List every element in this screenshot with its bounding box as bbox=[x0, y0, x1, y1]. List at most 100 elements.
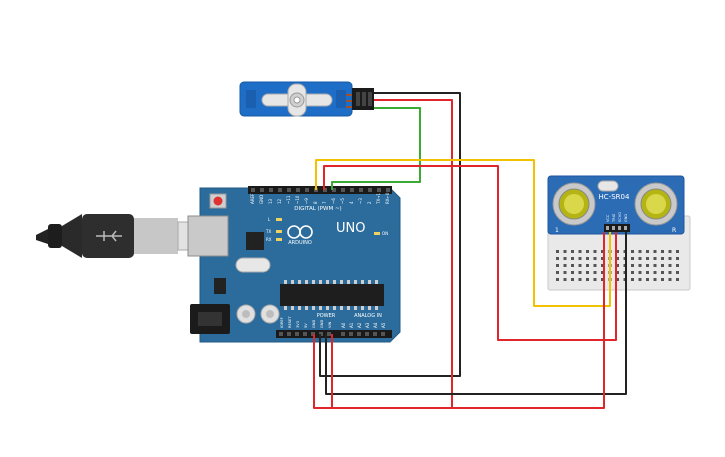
breadboard-hole[interactable] bbox=[653, 264, 657, 267]
breadboard-hole[interactable] bbox=[653, 278, 657, 281]
led-tx bbox=[276, 230, 282, 233]
breadboard-hole[interactable] bbox=[578, 271, 582, 274]
analog-pin-label: A0 bbox=[341, 322, 346, 328]
breadboard-hole[interactable] bbox=[593, 264, 597, 267]
breadboard-hole[interactable] bbox=[668, 271, 672, 274]
breadboard-hole[interactable] bbox=[638, 271, 642, 274]
breadboard-hole[interactable] bbox=[556, 250, 559, 253]
sensor-label: HC-SR04 bbox=[599, 193, 630, 201]
breadboard-hole[interactable] bbox=[661, 271, 664, 274]
breadboard-hole[interactable] bbox=[586, 250, 589, 253]
breadboard-hole[interactable] bbox=[571, 264, 574, 267]
breadboard-hole[interactable] bbox=[653, 271, 657, 274]
analog-pin-label: A3 bbox=[365, 322, 370, 328]
breadboard-hole[interactable] bbox=[668, 250, 672, 253]
breadboard-hole[interactable] bbox=[676, 271, 679, 274]
breadboard-hole[interactable] bbox=[646, 278, 649, 281]
digital-header[interactable] bbox=[248, 186, 392, 194]
breadboard-hole[interactable] bbox=[646, 264, 649, 267]
breadboard-hole[interactable] bbox=[578, 257, 582, 260]
breadboard-hole[interactable] bbox=[556, 257, 559, 260]
breadboard-hole[interactable] bbox=[571, 271, 574, 274]
power-pin-label: GND bbox=[320, 320, 324, 328]
digital-pin-label: ~11 bbox=[286, 195, 291, 204]
breadboard-hole[interactable] bbox=[661, 264, 664, 267]
breadboard-hole[interactable] bbox=[638, 264, 642, 267]
breadboard-hole[interactable] bbox=[578, 264, 582, 267]
breadboard-hole[interactable] bbox=[586, 278, 589, 281]
power-analog-header[interactable] bbox=[276, 330, 392, 338]
breadboard-hole[interactable] bbox=[556, 264, 559, 267]
breadboard-hole[interactable] bbox=[586, 257, 589, 260]
breadboard-hole[interactable] bbox=[631, 257, 634, 260]
power-pin-label: GND bbox=[312, 320, 316, 328]
wire-red-sensor-vcc bbox=[331, 232, 605, 409]
digital-pin-label: TX→1 bbox=[376, 192, 381, 205]
breadboard-hole[interactable] bbox=[601, 257, 604, 260]
breadboard-hole[interactable] bbox=[676, 264, 679, 267]
breadboard-hole[interactable] bbox=[616, 278, 619, 281]
breadboard-hole[interactable] bbox=[646, 257, 649, 260]
sensor-pin-header[interactable] bbox=[604, 224, 630, 232]
breadboard-hole[interactable] bbox=[586, 264, 589, 267]
breadboard-hole[interactable] bbox=[638, 278, 642, 281]
breadboard-hole[interactable] bbox=[616, 250, 619, 253]
breadboard-hole[interactable] bbox=[601, 278, 604, 281]
micro-servo[interactable] bbox=[239, 81, 374, 117]
breadboard-hole[interactable] bbox=[563, 250, 567, 253]
breadboard-hole[interactable] bbox=[661, 257, 664, 260]
breadboard-hole[interactable] bbox=[646, 271, 649, 274]
breadboard-hole[interactable] bbox=[638, 250, 642, 253]
reset-button-cap[interactable] bbox=[213, 196, 223, 206]
breadboard-hole[interactable] bbox=[601, 264, 604, 267]
breadboard-hole[interactable] bbox=[668, 257, 672, 260]
arduino-uno-board[interactable]: DIGITAL (PWM ~) UNO ARDUINO POWER ANALOG… bbox=[187, 186, 401, 343]
breadboard-hole[interactable] bbox=[571, 257, 574, 260]
breadboard-hole[interactable] bbox=[601, 271, 604, 274]
breadboard-hole[interactable] bbox=[668, 278, 672, 281]
breadboard-hole[interactable] bbox=[668, 264, 672, 267]
usb-chip bbox=[246, 232, 264, 250]
breadboard-hole[interactable] bbox=[563, 271, 567, 274]
breadboard-hole[interactable] bbox=[616, 257, 619, 260]
breadboard-hole[interactable] bbox=[593, 278, 597, 281]
breadboard-hole[interactable] bbox=[571, 278, 574, 281]
servo-horn[interactable] bbox=[261, 83, 333, 117]
digital-pin-label: 4 bbox=[349, 201, 354, 204]
breadboard-hole[interactable] bbox=[676, 278, 679, 281]
sensor-crystal bbox=[597, 180, 619, 192]
breadboard-hole[interactable] bbox=[578, 250, 582, 253]
breadboard-hole[interactable] bbox=[616, 271, 619, 274]
breadboard-hole[interactable] bbox=[676, 250, 679, 253]
breadboard-hole[interactable] bbox=[556, 278, 559, 281]
breadboard-hole[interactable] bbox=[653, 250, 657, 253]
breadboard-hole[interactable] bbox=[631, 250, 634, 253]
breadboard-hole[interactable] bbox=[593, 271, 597, 274]
led-on bbox=[374, 232, 380, 235]
breadboard-hole[interactable] bbox=[578, 278, 582, 281]
breadboard-hole[interactable] bbox=[631, 264, 634, 267]
breadboard-hole[interactable] bbox=[563, 264, 567, 267]
breadboard-hole[interactable] bbox=[586, 271, 589, 274]
breadboard-hole[interactable] bbox=[593, 257, 597, 260]
breadboard-hole[interactable] bbox=[563, 257, 567, 260]
model-label: UNO bbox=[336, 221, 365, 236]
breadboard-hole[interactable] bbox=[661, 278, 664, 281]
breadboard-hole[interactable] bbox=[571, 250, 574, 253]
breadboard-hole[interactable] bbox=[631, 271, 634, 274]
breadboard-hole[interactable] bbox=[593, 250, 597, 253]
breadboard-hole[interactable] bbox=[653, 257, 657, 260]
breadboard-hole[interactable] bbox=[563, 278, 567, 281]
led-l-label: L bbox=[268, 217, 271, 222]
breadboard-hole[interactable] bbox=[676, 257, 679, 260]
breadboard-hole[interactable] bbox=[631, 278, 634, 281]
breadboard-hole[interactable] bbox=[601, 250, 604, 253]
breadboard-hole[interactable] bbox=[616, 264, 619, 267]
analog-pin-label: A4 bbox=[373, 322, 378, 328]
breadboard-hole[interactable] bbox=[661, 250, 664, 253]
breadboard-hole[interactable] bbox=[638, 257, 642, 260]
breadboard-hole[interactable] bbox=[556, 271, 559, 274]
breadboard-hole[interactable] bbox=[646, 250, 649, 253]
